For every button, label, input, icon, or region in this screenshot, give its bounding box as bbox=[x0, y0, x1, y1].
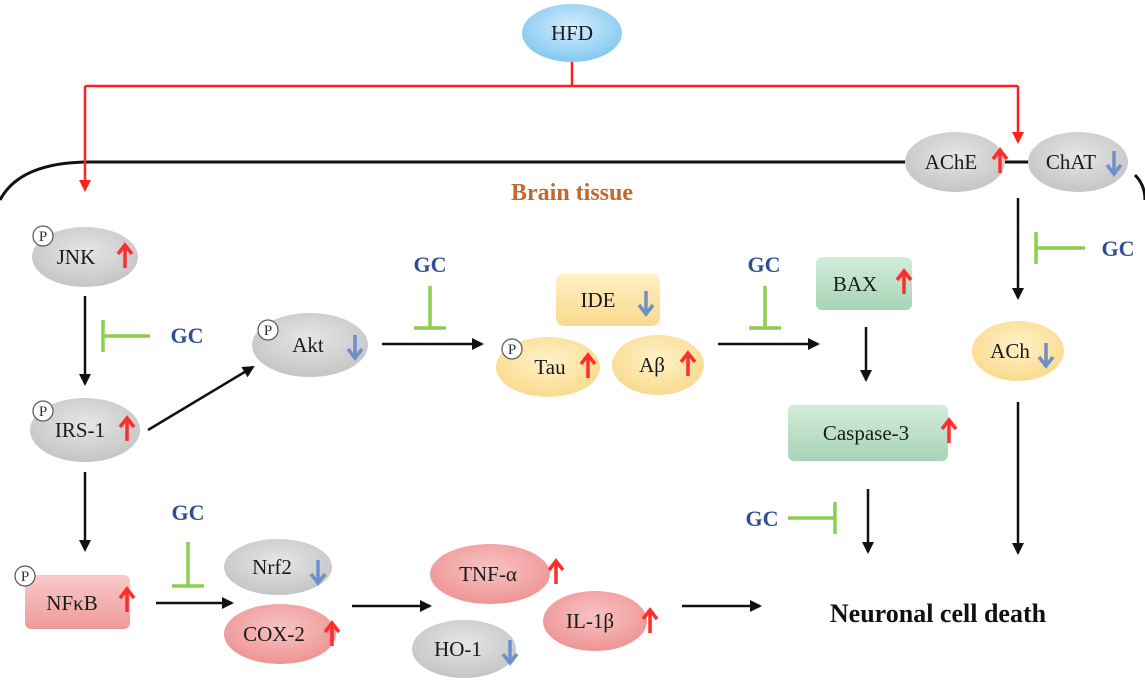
node-nrf2-label: Nrf2 bbox=[252, 555, 292, 579]
node-hfd-label: HFD bbox=[551, 21, 593, 45]
node-ho1-label: HO-1 bbox=[434, 637, 482, 661]
node-chat: ChAT bbox=[1028, 132, 1128, 192]
node-ach-label: ACh bbox=[990, 339, 1030, 363]
node-abeta: Aβ bbox=[612, 335, 704, 395]
node-nfkb: P NFκB bbox=[14, 565, 136, 629]
node-jnk-label: JNK bbox=[57, 245, 96, 269]
phospho-icon bbox=[501, 338, 523, 360]
phospho-icon bbox=[32, 400, 54, 422]
node-cox2-label: COX-2 bbox=[243, 622, 305, 646]
node-tnfa: TNF-α bbox=[430, 544, 565, 604]
node-caspase3: Caspase-3 bbox=[788, 405, 958, 461]
region-label: Brain tissue bbox=[511, 180, 633, 206]
gc-labels: GC GC GC GC GC GC bbox=[171, 236, 1135, 531]
node-tau-label: Tau bbox=[534, 355, 566, 379]
node-il1b-label: IL-1β bbox=[566, 609, 614, 633]
node-ache: AChE bbox=[905, 132, 1009, 192]
gc-label-abeta-bax: GC bbox=[748, 252, 781, 277]
node-akt-label: Akt bbox=[292, 333, 324, 357]
node-cox2: COX-2 bbox=[224, 604, 341, 664]
node-akt: P Akt bbox=[252, 313, 368, 377]
phospho-mark: P bbox=[39, 229, 47, 245]
gc-label-nfkb: GC bbox=[172, 500, 205, 525]
node-ide-label: IDE bbox=[581, 288, 616, 312]
node-jnk: P JNK bbox=[32, 225, 138, 287]
node-bax-label: BAX bbox=[833, 272, 877, 296]
phospho-icon bbox=[257, 319, 279, 341]
phospho-icon bbox=[14, 565, 36, 587]
node-nfkb-label: NFκB bbox=[46, 591, 97, 615]
node-tnfa-label: TNF-α bbox=[459, 562, 517, 586]
node-ach: ACh bbox=[972, 321, 1064, 381]
node-ide: IDE bbox=[556, 274, 660, 326]
node-irs1-label: IRS-1 bbox=[55, 418, 105, 442]
gc-inhibitions bbox=[101, 232, 1085, 588]
gc-label-ach: GC bbox=[1102, 236, 1135, 261]
gc-label-akt-tau: GC bbox=[414, 252, 447, 277]
node-tau: P Tau bbox=[496, 337, 600, 397]
activation-arrows bbox=[79, 198, 1024, 612]
node-abeta-label: Aβ bbox=[639, 353, 665, 377]
gc-label-jnk: GC bbox=[171, 323, 204, 348]
phospho-icon bbox=[32, 225, 54, 247]
node-bax: BAX bbox=[816, 257, 913, 310]
outcome-label: Neuronal cell death bbox=[830, 599, 1047, 628]
node-ache-label: AChE bbox=[925, 150, 978, 174]
node-il1b: IL-1β bbox=[543, 591, 659, 651]
gc-label-caspase: GC bbox=[746, 506, 779, 531]
phospho-mark: P bbox=[264, 323, 272, 339]
node-hfd: HFD bbox=[522, 4, 622, 62]
node-caspase3-label: Caspase-3 bbox=[823, 421, 909, 445]
node-irs1: P IRS-1 bbox=[30, 398, 140, 462]
phospho-mark: P bbox=[39, 404, 47, 420]
hfd-arrows bbox=[79, 62, 1024, 192]
phospho-mark: P bbox=[21, 569, 29, 585]
phospho-mark: P bbox=[508, 342, 516, 358]
node-ho1: HO-1 bbox=[412, 620, 519, 678]
node-nrf2: Nrf2 bbox=[224, 539, 332, 595]
up-arrow-icon bbox=[547, 559, 565, 586]
node-chat-label: ChAT bbox=[1046, 150, 1096, 174]
